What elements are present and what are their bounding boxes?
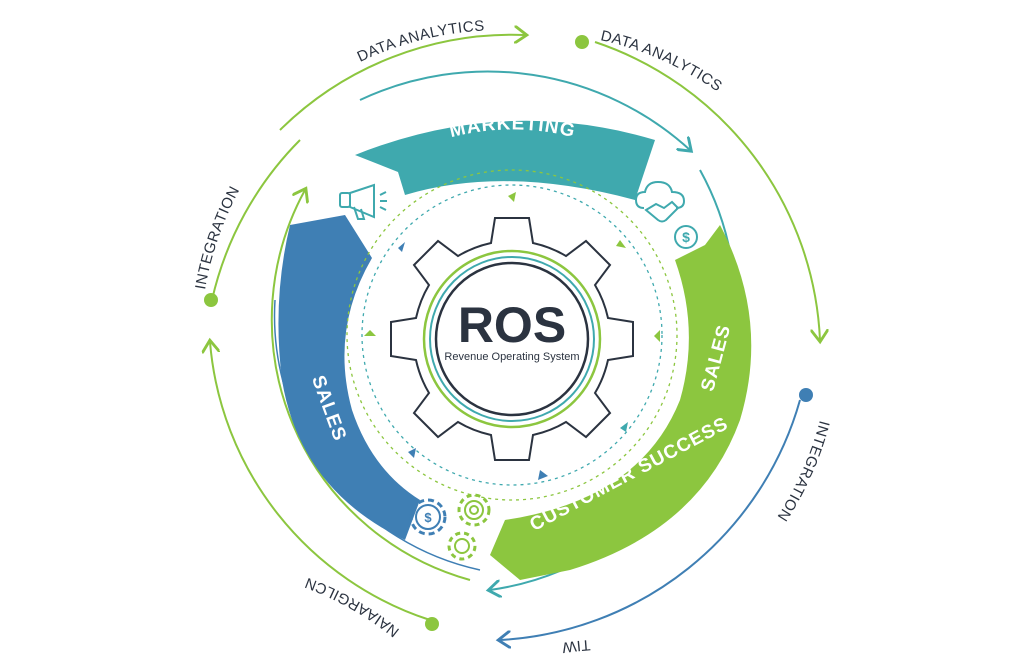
gear-green-icon — [457, 493, 491, 527]
ring-arrow-7 — [508, 192, 516, 202]
megaphone-icon — [339, 183, 387, 220]
dollar-coin-icon: $ — [674, 225, 698, 249]
inner-rings — [346, 169, 678, 501]
gear-green-small-icon — [447, 531, 477, 561]
node-bottom-left — [425, 617, 439, 631]
gear-ring-teal — [429, 256, 595, 422]
label-integration-right: INTEGRATION — [773, 419, 832, 524]
ring-arrow-5 — [538, 470, 548, 480]
node-top-right — [575, 35, 589, 49]
segment-marketing — [355, 120, 655, 200]
svg-text:$: $ — [424, 510, 432, 525]
node-right — [799, 388, 813, 402]
ring-arrow-3 — [364, 330, 376, 336]
gear-blue-icon: $ — [409, 498, 447, 536]
segment-customer-success — [490, 225, 752, 580]
outer-arc-left — [211, 139, 301, 301]
cloud-handshake-icon — [634, 180, 686, 223]
ring-arrow-2 — [616, 240, 626, 248]
gear-hub — [434, 261, 590, 417]
gear-ring-green — [422, 249, 602, 429]
label-bottom: TIW — [560, 636, 591, 656]
label-data-analytics-top: DATA ANALYTICS — [355, 17, 486, 65]
ring-green-left — [270, 190, 471, 581]
dotted-ring-inner — [361, 184, 663, 486]
ring-arrow-6 — [408, 448, 416, 458]
central-gear: ROS Revenue Operating System — [390, 217, 634, 461]
svg-text:$: $ — [682, 229, 690, 245]
dotted-ring-outer — [346, 169, 678, 501]
ring-arrow-4 — [654, 330, 660, 342]
ros-title: ROS — [458, 297, 566, 353]
outer-arc-bottom — [500, 399, 801, 640]
outer-arc-left-lower — [210, 342, 431, 621]
node-left — [204, 293, 218, 307]
segments — [278, 120, 752, 580]
label-data-analytics-right: DATA ANALYTICS — [599, 27, 725, 95]
outer-arc-top — [279, 35, 525, 131]
outer-arc-right — [594, 41, 820, 340]
segment-sales-left — [278, 215, 420, 540]
ring-arrow-1 — [398, 242, 405, 252]
ring-teal-right — [359, 70, 690, 150]
label-integration-left: INTEGRATION — [192, 183, 243, 290]
gears-icon: $ — [409, 493, 491, 561]
ring-arrow-8 — [620, 422, 628, 432]
ros-subtitle: Revenue Operating System — [444, 351, 579, 363]
